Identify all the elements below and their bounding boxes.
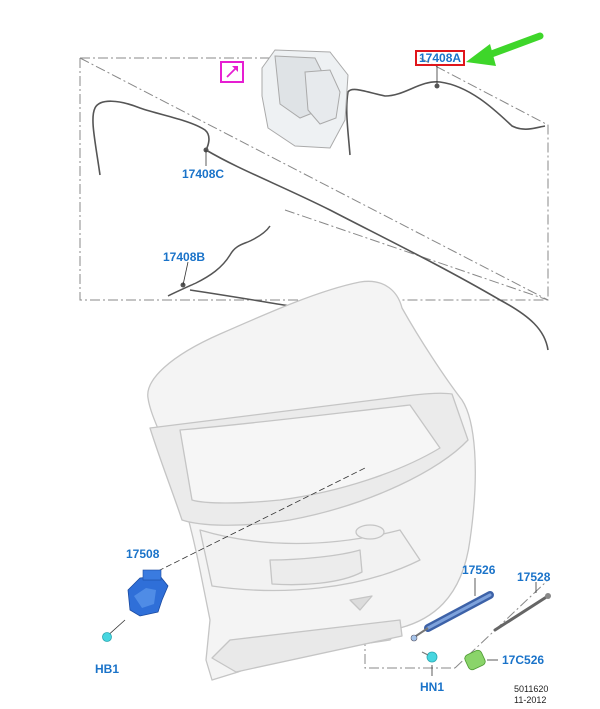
callout-17C526[interactable]: 17C526 — [502, 653, 545, 667]
clip-hb1 — [102, 632, 112, 642]
callout-17526[interactable]: 17526 — [462, 563, 496, 577]
liftgate-motor — [127, 569, 169, 617]
doc-number: 5011620 — [514, 684, 549, 694]
callout-17528[interactable]: 17528 — [517, 570, 551, 584]
magenta-arrow-box-icon[interactable] — [220, 61, 244, 83]
washer-hose-rear — [345, 81, 546, 156]
clip-hn1 — [421, 651, 438, 663]
callout-17408C[interactable]: 17408C — [182, 167, 225, 181]
callout-17408B[interactable]: 17408B — [163, 250, 206, 264]
hose-connector-dot-a — [434, 83, 440, 89]
callout-HN1[interactable]: HN1 — [420, 680, 445, 694]
gas-strut-17526 — [410, 591, 494, 642]
strut-17528 — [493, 593, 551, 632]
callout-17508[interactable]: 17508 — [126, 547, 160, 561]
cap-17c526 — [464, 649, 486, 671]
liftgate-panel — [147, 280, 476, 681]
callout-HB1[interactable]: HB1 — [95, 662, 120, 676]
doc-date: 11-2012 — [514, 695, 547, 705]
washer-reservoir — [261, 49, 349, 149]
doc-reference: 5011620 11-2012 — [514, 684, 548, 706]
green-arrow-icon — [466, 32, 544, 66]
assembly-frame-upper — [79, 57, 549, 301]
callout-17408A[interactable]: 17408A — [415, 50, 466, 66]
washer-hose-lower — [167, 225, 291, 307]
